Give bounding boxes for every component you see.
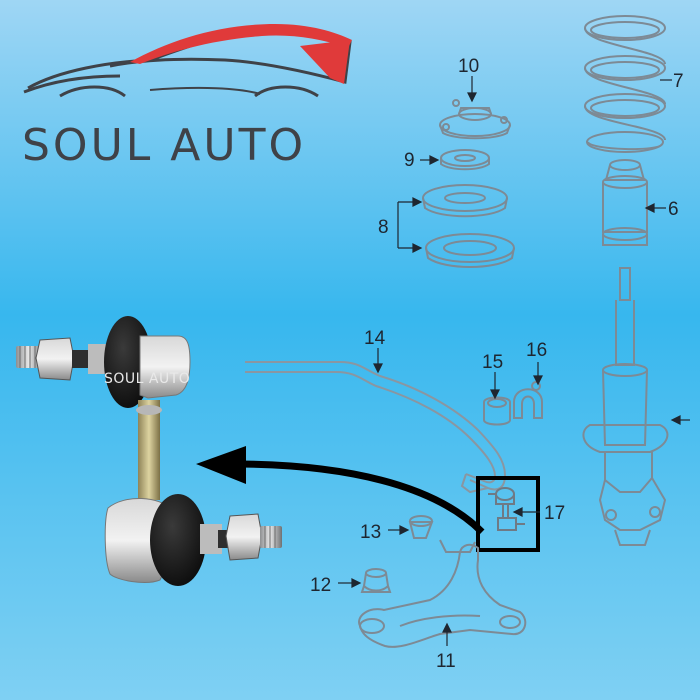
- part-number-17: 17: [544, 503, 565, 524]
- photo-brand-label: SOUL AUTO: [104, 371, 190, 387]
- part-number-7: 7: [673, 71, 684, 92]
- lower-control-arm: [358, 539, 527, 648]
- highlight-box: [476, 476, 540, 552]
- pointer-arrow-icon: [196, 446, 485, 535]
- part-number-16: 16: [526, 340, 547, 361]
- stabilizer-bushing: [483, 396, 511, 426]
- part-number-10: 10: [458, 56, 479, 77]
- stabilizer-link-photo: SOUL AUTO: [16, 316, 282, 586]
- ball-joint: [360, 568, 392, 593]
- part-number-14: 14: [364, 328, 386, 349]
- brand-wordmark: SOUL AUTO: [22, 120, 307, 171]
- stabilizer-bar: [245, 361, 507, 494]
- bump-stop: [602, 159, 648, 246]
- part-number-11: 11: [436, 651, 456, 672]
- part-number-6: 6: [668, 199, 679, 220]
- strut-mount: [439, 99, 511, 140]
- part-number-13: 13: [360, 522, 381, 543]
- part-number-12: 12: [310, 575, 331, 596]
- part-number-9: 9: [404, 150, 415, 171]
- arm-bushing: [408, 515, 434, 539]
- bushing-bracket: [513, 381, 543, 419]
- part-number-8: 8: [378, 217, 389, 238]
- stabilizer-link-drawing: [488, 487, 525, 531]
- strut-assembly: [582, 267, 669, 546]
- car-logo-icon: [23, 24, 352, 98]
- leader-lines: [338, 76, 690, 646]
- part-number-15: 15: [482, 352, 503, 373]
- spring-seats: [422, 184, 515, 268]
- strut-bearing: [440, 149, 490, 171]
- coil-spring: [584, 15, 666, 153]
